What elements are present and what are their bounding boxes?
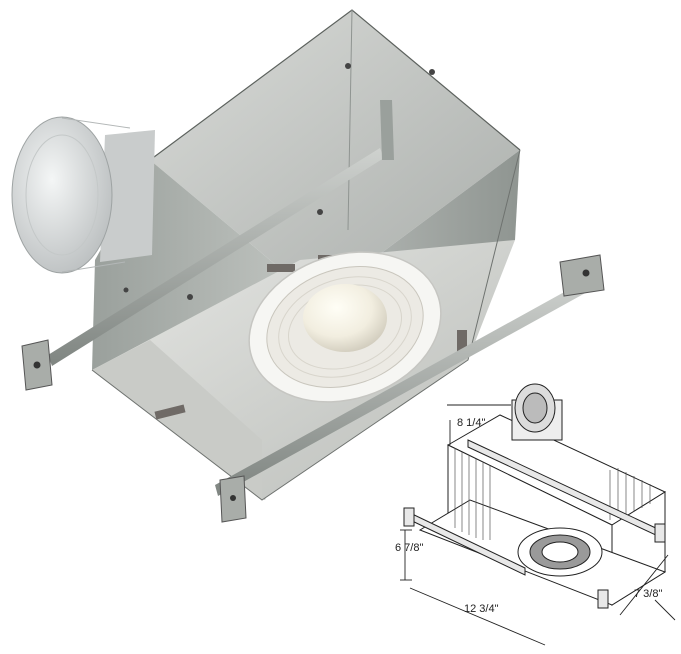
dimension-width-label: 7 3/8" xyxy=(634,588,663,600)
hanger-bar-rear xyxy=(21,100,394,391)
light-grille xyxy=(248,251,442,403)
dimension-height-label: 6 7/8" xyxy=(395,542,424,554)
diagram-duct xyxy=(511,383,563,441)
light-bulb xyxy=(303,284,387,352)
dimension-length-label: 12 3/4" xyxy=(464,603,499,615)
hanger-bar-front xyxy=(215,254,605,523)
diagram-grille xyxy=(517,527,603,577)
dimension-depth-label: 8 1/4" xyxy=(457,417,486,429)
ribbed-side xyxy=(454,448,651,540)
duct-connector xyxy=(11,116,155,274)
